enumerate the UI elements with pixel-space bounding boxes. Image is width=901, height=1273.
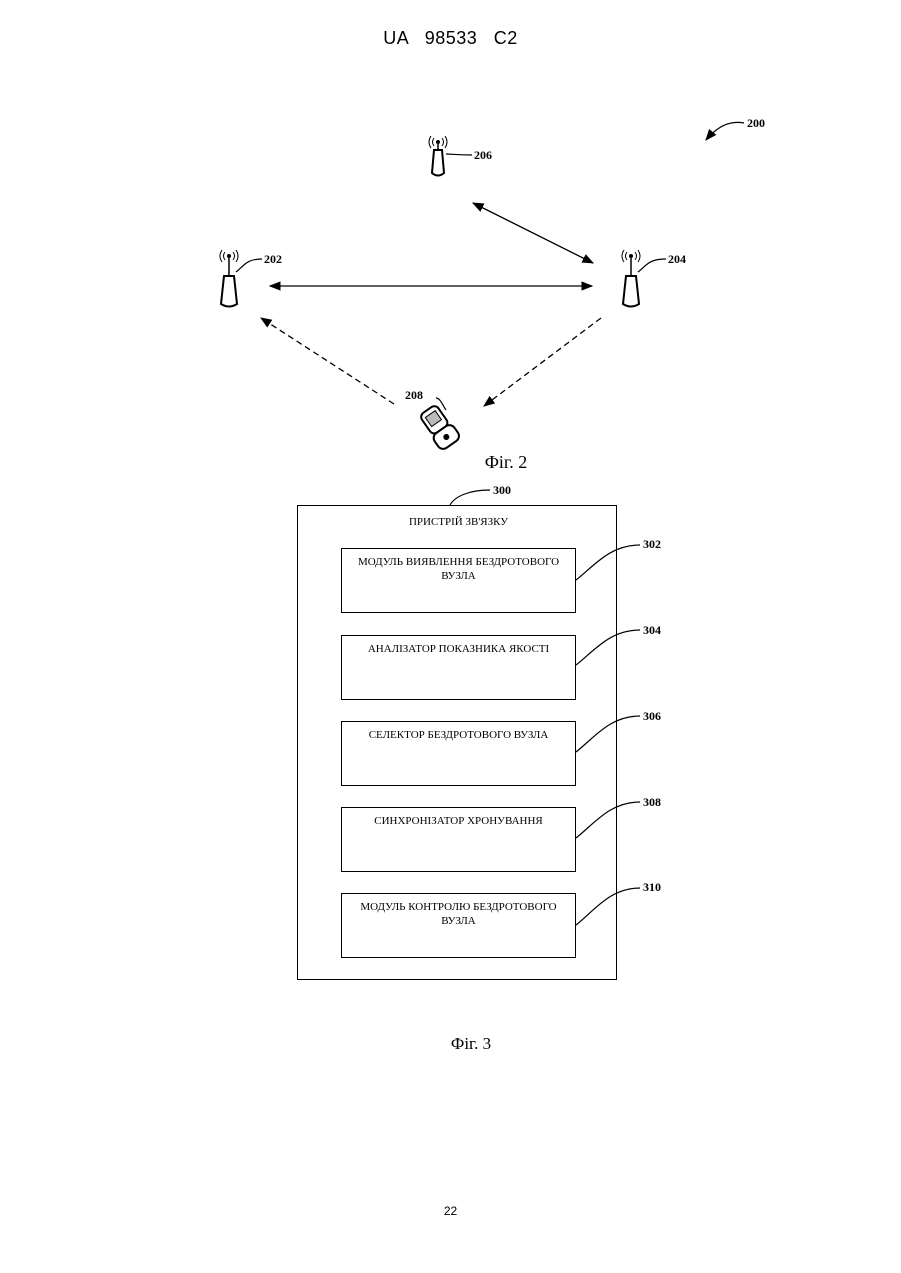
wireless-node-206-icon: [429, 136, 447, 176]
system-ref-label: 200: [747, 116, 765, 131]
module-302-ref-label: 302: [643, 537, 661, 552]
module-box-302: МОДУЛЬ ВИЯВЛЕННЯ БЕЗДРОТОВОГО ВУЗЛА: [341, 548, 576, 613]
node-202-ref-label: 202: [264, 252, 282, 267]
device-title: ПРИСТРІЙ ЗВ'ЯЗКУ: [300, 516, 617, 528]
module-box-308: СИНХРОНІЗАТОР ХРОНУВАННЯ: [341, 807, 576, 872]
device-leader: [450, 490, 490, 505]
page-number: 22: [0, 1204, 901, 1218]
device-ref-label: 300: [493, 483, 511, 498]
figure-3-caption: Фіг. 3: [401, 1034, 541, 1054]
module-box-310: МОДУЛЬ КОНТРОЛЮ БЕЗДРОТОВОГО ВУЗЛА: [341, 893, 576, 958]
module-box-304: АНАЛІЗАТОР ПОКАЗНИКА ЯКОСТІ: [341, 635, 576, 700]
wireless-node-204-icon: [622, 250, 640, 307]
module-304-ref-label: 304: [643, 623, 661, 638]
dashed-link-208-202: [261, 318, 394, 404]
node-206-leader: [446, 154, 472, 155]
node-206-ref-label: 206: [474, 148, 492, 163]
module-306-ref-label: 306: [643, 709, 661, 724]
node-204-leader: [638, 259, 666, 272]
handset-208-icon: [418, 403, 462, 451]
module-label-304: АНАЛІЗАТОР ПОКАЗНИКА ЯКОСТІ: [368, 643, 549, 655]
handset-ref-label: 208: [405, 388, 423, 403]
link-206-204: [473, 203, 593, 263]
figure-2-diagram: [0, 0, 901, 480]
dashed-link-204-208: [484, 318, 601, 406]
module-label-310: МОДУЛЬ КОНТРОЛЮ БЕЗДРОТОВОГО ВУЗЛА: [360, 901, 556, 927]
system-ref-pointer: [706, 122, 744, 140]
wireless-node-202-icon: [220, 250, 238, 307]
module-label-306: СЕЛЕКТОР БЕЗДРОТОВОГО ВУЗЛА: [369, 729, 549, 741]
node-202-leader: [236, 259, 262, 272]
node-204-ref-label: 204: [668, 252, 686, 267]
module-label-308: СИНХРОНІЗАТОР ХРОНУВАННЯ: [374, 815, 543, 827]
module-310-ref-label: 310: [643, 880, 661, 895]
module-label-302: МОДУЛЬ ВИЯВЛЕННЯ БЕЗДРОТОВОГО ВУЗЛА: [358, 556, 559, 582]
figure-2-caption: Фіг. 2: [436, 452, 576, 473]
module-308-ref-label: 308: [643, 795, 661, 810]
module-box-306: СЕЛЕКТОР БЕЗДРОТОВОГО ВУЗЛА: [341, 721, 576, 786]
